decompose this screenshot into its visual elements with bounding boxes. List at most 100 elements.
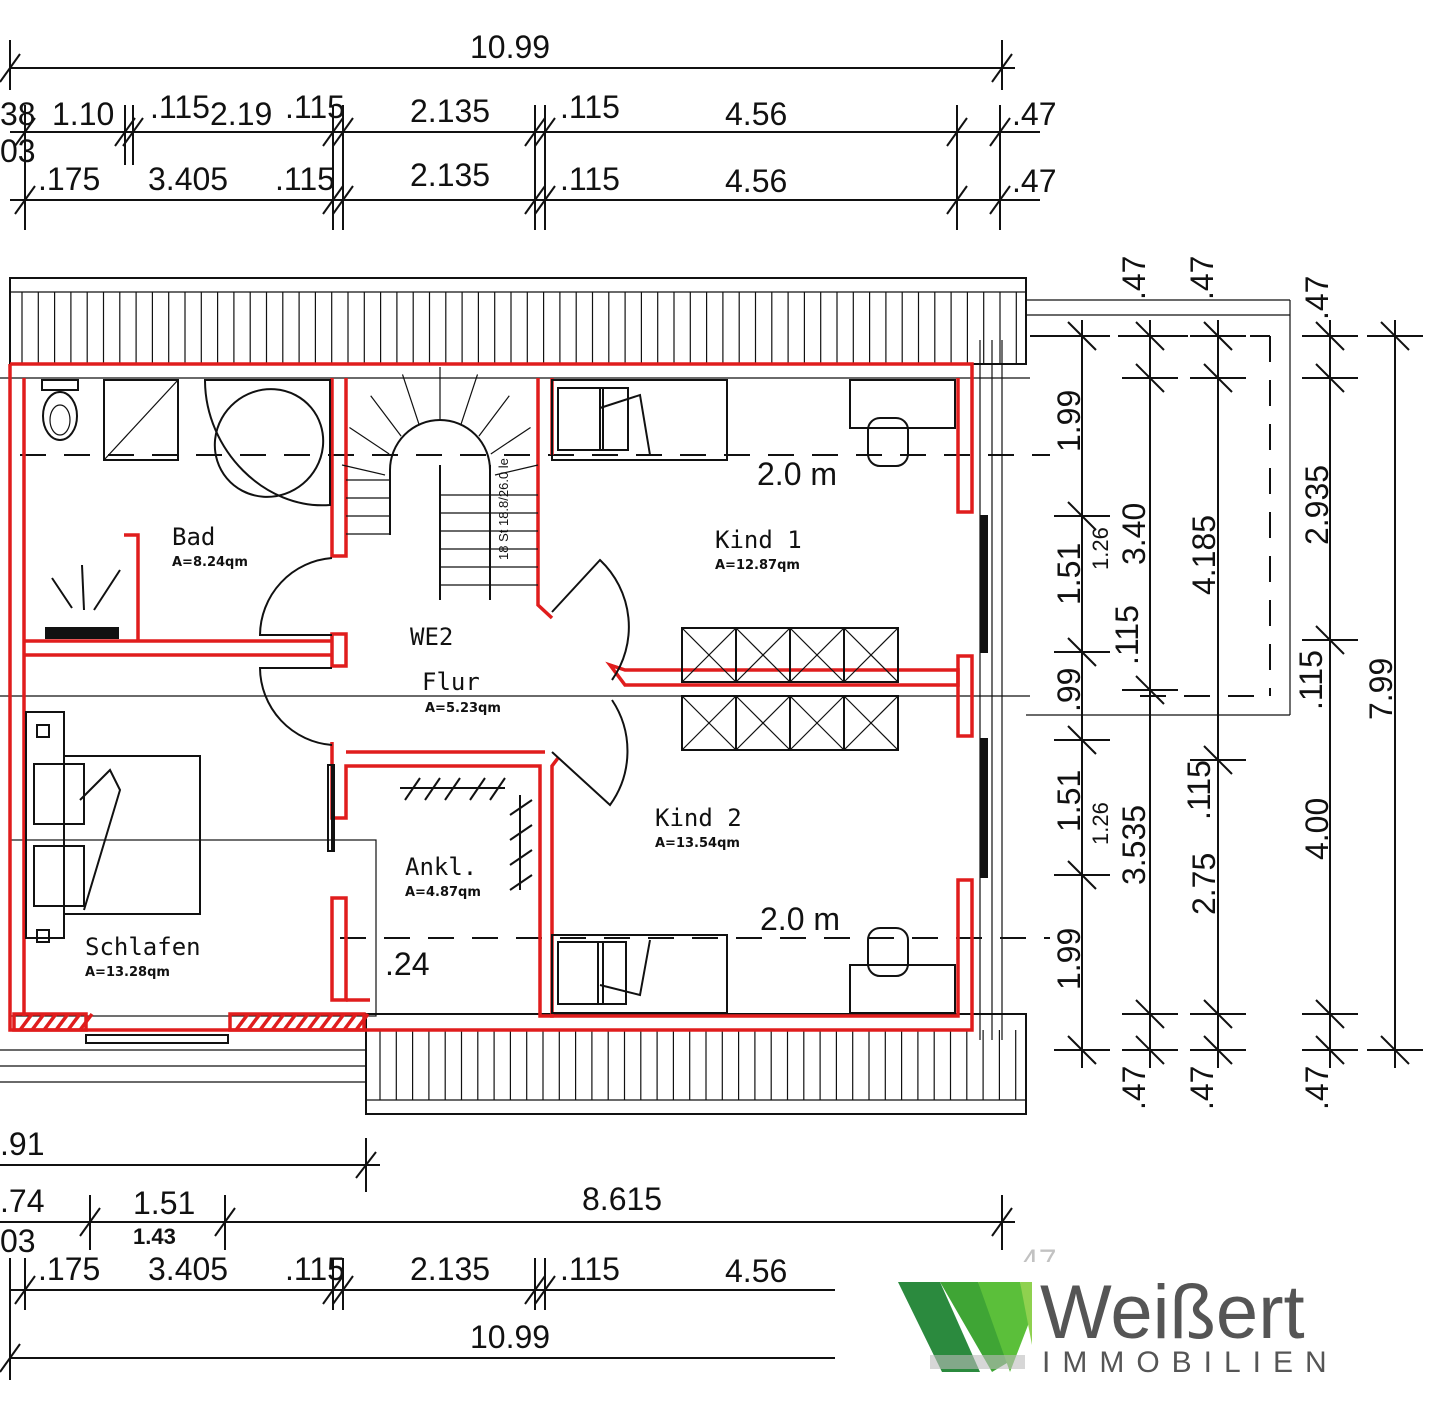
room-area-kind2: A=13.54qm [655, 836, 740, 851]
dim-bottom-r3-3: .115 [285, 1251, 345, 1287]
dim-top-r2-6: 4.56 [725, 163, 787, 199]
roof-bottom [365, 1013, 1027, 1115]
dim-top-r1-8: .47 [1012, 96, 1056, 132]
dim-top-r2-0: 03 [0, 133, 36, 169]
stair-step [478, 395, 510, 437]
stair-step [401, 374, 420, 425]
dim-tick [1067, 860, 1097, 890]
wall-hatch [66, 1012, 82, 1032]
room-area-flur: A=5.23qm [425, 701, 501, 716]
dim-wall-24: .24 [385, 946, 429, 982]
dim-top-r1-3: 2.19 [210, 96, 272, 132]
dim-top-r2-3: .115 [275, 161, 335, 197]
closet-cross [681, 695, 737, 751]
dim-tick [1380, 321, 1410, 351]
closet-cross [843, 695, 899, 751]
dim-tick [1315, 363, 1345, 393]
dim-r1-0: 1.99 [1051, 390, 1087, 452]
room-name-schlafen: Schlafen [85, 933, 201, 961]
room-area-kind1: A=12.87qm [715, 558, 800, 573]
dim-top-r1-4: .115 [285, 89, 345, 125]
dim-tick [1067, 501, 1097, 531]
wall-hatch [294, 1012, 310, 1032]
dim-tick [1315, 999, 1345, 1029]
dim-tick [1067, 1035, 1097, 1065]
logo-name: Weißert [1040, 1270, 1305, 1355]
dim-r2-1: 3.40 [1116, 503, 1152, 565]
wall-hatch [30, 1012, 46, 1032]
dim-top-r2-5: .115 [560, 161, 620, 197]
dim-r1-3: 1.51 [1051, 770, 1087, 832]
wall-hatch [18, 1012, 34, 1032]
wall-hatch [78, 1012, 94, 1032]
dim-top-r2-7: .47 [1012, 163, 1056, 199]
room-labels: Bad A=8.24qm WE2 Flur A=5.23qm Kind 1 A=… [85, 456, 840, 982]
doors [258, 557, 630, 852]
wall-hatch [270, 1012, 286, 1032]
right-dimensions: 1.99 1.51 .99 1.51 1.99 1.26 3.40 .115 1… [1051, 256, 1423, 1110]
room-area-schlafen: A=13.28qm [85, 965, 170, 980]
dim-bottom-r3-2: 3.405 [148, 1251, 228, 1287]
dim-r4-2: 4.00 [1299, 798, 1335, 860]
dim-r3-0: 4.185 [1186, 515, 1222, 595]
dim-tick [1067, 637, 1097, 667]
wall-hatch [318, 1012, 334, 1032]
wall-hatch [234, 1012, 250, 1032]
dim-r1-1: 1.51 [1051, 543, 1087, 605]
room-name-kind1: Kind 1 [715, 526, 802, 554]
dim-bottom-r1: .91 [0, 1126, 44, 1162]
dim-47-b: .47 [1184, 256, 1220, 300]
stair-step [460, 374, 479, 425]
closet-cross [735, 627, 791, 683]
wall-hatch [258, 1012, 274, 1032]
dim-tick [1203, 745, 1233, 775]
dim-tick [1203, 999, 1233, 1029]
dim-top-r1-5: 2.135 [410, 93, 490, 129]
dim-tick [1380, 1035, 1410, 1065]
wall-hatch [42, 1012, 58, 1032]
dim-top-r1-0: 38 [0, 96, 36, 132]
wall-hatch [246, 1012, 262, 1032]
dim-tick [1067, 725, 1097, 755]
room-area-ankl: A=4.87qm [405, 885, 481, 900]
dim-tick [1135, 999, 1165, 1029]
dim-47-d: .47 [1116, 1066, 1152, 1110]
room-area-bad: A=8.24qm [172, 555, 248, 570]
dim-bottom-r3-0: 03 [0, 1223, 36, 1259]
dim-top-r1-6: .115 [560, 89, 620, 125]
closet-cross [789, 627, 845, 683]
dim-r2-0: 1.26 [1088, 527, 1113, 570]
closet-cross [789, 695, 845, 751]
dim-bottom-r2-0: .74 [0, 1183, 44, 1219]
wall-hatch [330, 1012, 346, 1032]
stair-step [370, 395, 402, 437]
dim-bottom-r3-1: .175 [38, 1251, 100, 1287]
dim-r4-0: 2.935 [1299, 465, 1335, 545]
dim-r2-4: 3.535 [1116, 805, 1152, 885]
dim-tick [1135, 1035, 1165, 1065]
dim-47-c: .47 [1299, 276, 1335, 320]
dim-top-r1-2: .115 [150, 89, 210, 125]
dim-47-e: .47 [1184, 1066, 1220, 1110]
dim-tick [1315, 321, 1345, 351]
dim-top-r2-1: .175 [38, 161, 100, 197]
dim-r3-1: .115 [1181, 760, 1217, 820]
dim-top-r2-2: 3.405 [148, 161, 228, 197]
dim-bottom-r3-5: .115 [560, 1251, 620, 1287]
dim-bottom-r2-3: 8.615 [582, 1181, 662, 1217]
stair-step [490, 426, 531, 455]
dim-top-r2-4: 2.135 [410, 157, 490, 193]
dim-bottom-total: 10.99 [470, 1319, 550, 1355]
dim-r1-4: 1.99 [1051, 928, 1087, 990]
outer-lines [0, 299, 1291, 1083]
dim-tick [1203, 321, 1233, 351]
stair-step [494, 464, 539, 476]
dim-tick [1067, 321, 1097, 351]
dim-r2-3: 1.26 [1088, 802, 1113, 845]
stair-step [349, 426, 390, 455]
wall-hatch [342, 1012, 358, 1032]
dim-tick [1203, 1035, 1233, 1065]
room-name-kind2: Kind 2 [655, 804, 742, 832]
closet-unit [843, 627, 899, 683]
